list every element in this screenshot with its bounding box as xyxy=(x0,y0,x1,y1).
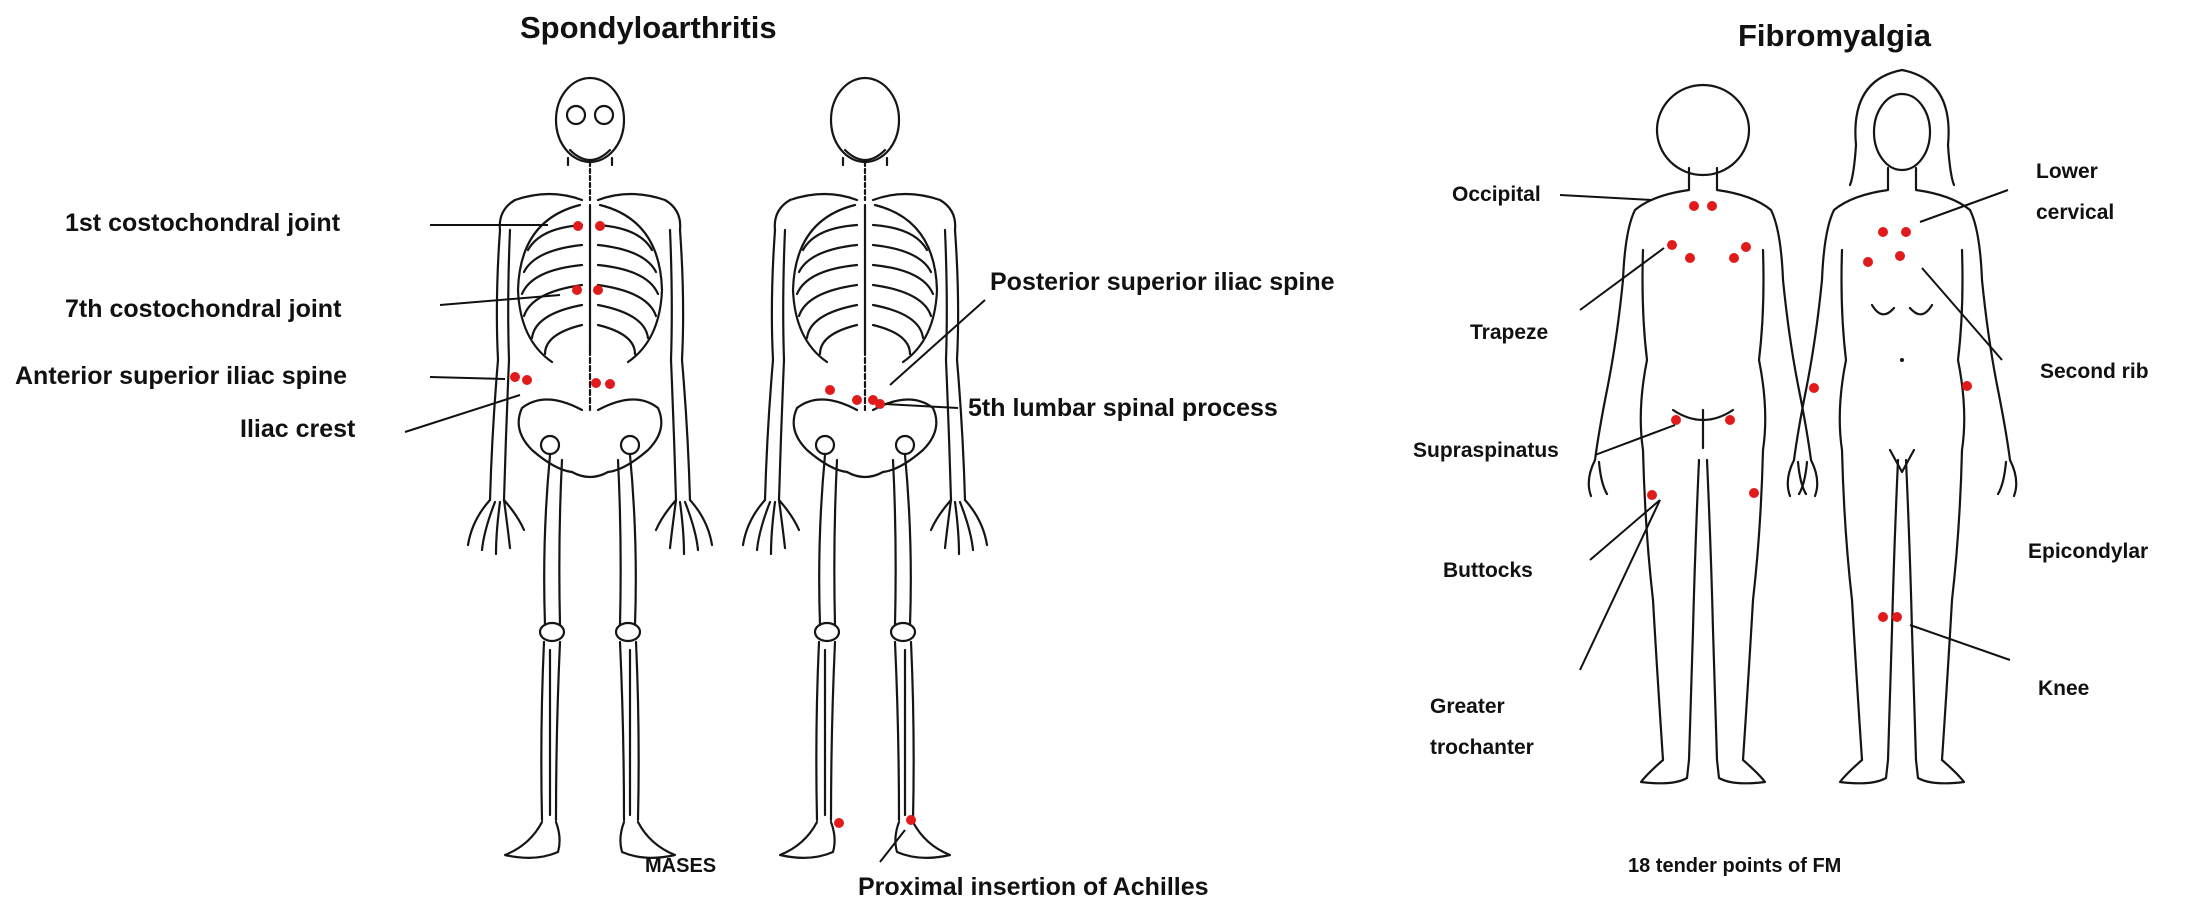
label-iliac-crest: Iliac crest xyxy=(240,414,355,444)
label-lower-cervical-line2: cervical xyxy=(2036,199,2114,226)
label-lower-cervical-line1: Lower xyxy=(2036,158,2098,185)
fm-title: Fibromyalgia xyxy=(1738,18,1931,54)
label-occipital: Occipital xyxy=(1452,181,1541,208)
label-knee: Knee xyxy=(2038,675,2089,702)
body-back xyxy=(1589,85,1818,783)
spa-title: Spondyloarthritis xyxy=(520,10,777,46)
fm-caption: 18 tender points of FM xyxy=(1628,855,1841,878)
label-5th-lumbar-spinal-process: 5th lumbar spinal process xyxy=(968,393,1278,423)
label-second-rib: Second rib xyxy=(2040,358,2149,385)
label-buttocks: Buttocks xyxy=(1443,557,1533,584)
skeleton-back xyxy=(743,78,987,858)
label-anterior-superior-iliac-spine: Anterior superior iliac spine xyxy=(15,361,347,391)
label-7th-costochondral-joint: 7th costochondral joint xyxy=(65,294,341,324)
spa-caption: MASES xyxy=(645,855,716,878)
spa-tender-points xyxy=(510,221,916,828)
label-greater-trochanter-line2: trochanter xyxy=(1430,734,1534,761)
label-posterior-superior-iliac-spine: Posterior superior iliac spine xyxy=(990,267,1335,297)
skeleton-front xyxy=(468,78,712,858)
label-epicondylar: Epicondylar xyxy=(2028,538,2148,565)
label-supraspinatus: Supraspinatus xyxy=(1413,437,1559,464)
label-trapeze: Trapeze xyxy=(1470,319,1548,346)
fm-leader-lines xyxy=(1560,190,2010,670)
label-1st-costochondral-joint: 1st costochondral joint xyxy=(65,208,340,238)
label-proximal-insertion-of-achilles: Proximal insertion of Achilles xyxy=(858,872,1209,902)
body-front xyxy=(1788,70,2017,783)
label-greater-trochanter-line1: Greater xyxy=(1430,693,1505,720)
